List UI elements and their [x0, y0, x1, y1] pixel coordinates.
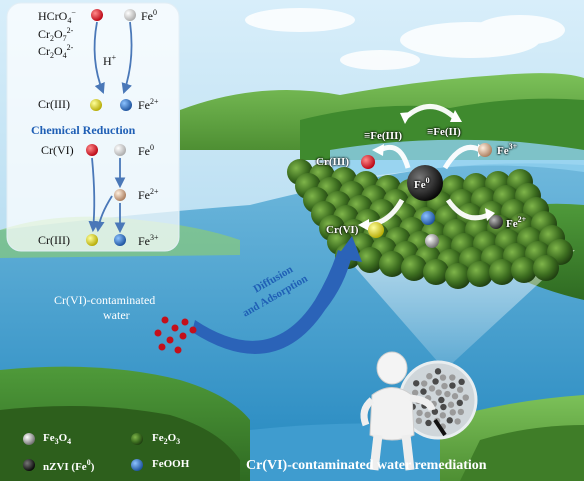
fe2-bottom-label: Fe2+	[138, 187, 159, 202]
hcro4-label: HCrO4−	[38, 8, 76, 25]
magnified-particle	[411, 389, 419, 396]
magnified-particle	[424, 411, 431, 418]
fe2-particle-label: Fe2+	[506, 215, 527, 230]
legend-nzvi-label: nZVI (Fe0)	[43, 458, 95, 473]
fe2-mid-label: Fe2+	[138, 97, 159, 112]
magnified-particle	[440, 403, 447, 411]
legend-fe3o4-marker	[23, 433, 35, 445]
fe2o3-sphere	[489, 259, 515, 285]
clouds	[245, 8, 565, 70]
crvi-contaminant-dot	[161, 316, 169, 324]
crvi-contaminant-dot	[158, 343, 166, 351]
fe3-bottom-label: Fe3+	[138, 233, 159, 248]
cr6-particle-label: Cr(VI)	[326, 224, 359, 236]
legend-fe2o3-marker	[131, 433, 143, 445]
fe2o3-sphere	[445, 263, 471, 289]
magnified-particle	[456, 399, 464, 407]
magnified-particle	[457, 408, 465, 416]
crvi-contaminant-dot	[181, 318, 189, 326]
magnified-particle	[431, 408, 439, 415]
fe0-top-label: Fe0	[141, 8, 157, 23]
magnified-particle	[449, 382, 456, 389]
fe0-core-label: Fe0	[414, 176, 430, 191]
magnified-particle	[420, 388, 427, 395]
crvi-contaminant-dot	[171, 324, 179, 332]
magnified-particle	[444, 390, 451, 398]
magnified-particle	[426, 373, 433, 380]
magnified-particle	[449, 409, 456, 416]
legend-nzvi-marker	[23, 459, 35, 471]
cr3-particle-label: Cr(III)	[316, 156, 349, 168]
fe2o3-sphere	[357, 247, 383, 273]
crvi-contaminant-dot	[154, 329, 162, 337]
magnified-particle	[456, 386, 464, 393]
magnified-particle	[451, 393, 459, 400]
magnified-particle	[420, 380, 428, 387]
magnified-particle	[439, 374, 447, 381]
magnified-particle	[416, 409, 423, 417]
crvi-contaminant-dot	[174, 346, 182, 354]
crvi-contaminant-dot	[179, 332, 187, 340]
cr2o4-label: Cr2O42-	[38, 43, 74, 60]
magnified-particle	[425, 419, 432, 427]
magnified-particle	[462, 394, 469, 401]
fe0-bottom-label: Fe0	[138, 143, 154, 158]
cr3-mid-label: Cr(III)	[38, 97, 70, 111]
magnified-particle	[415, 417, 423, 425]
surface-fe2-label: ≡Fe(II)	[427, 126, 461, 138]
magnified-particle	[432, 378, 439, 385]
magnified-particle	[435, 389, 442, 396]
cr3-bottom-label: Cr(III)	[38, 233, 70, 247]
fe2o3-sphere	[467, 261, 493, 287]
fe2o3-sphere	[379, 251, 405, 277]
magnified-particle	[428, 385, 436, 392]
cr6-panel-label: Cr(VI)	[41, 143, 74, 157]
legend-feooh-marker	[131, 459, 143, 471]
chemical-reduction-title: Chemical Reduction	[31, 123, 136, 137]
fe0-core-ball	[407, 165, 443, 201]
h-plus-label: H+	[103, 53, 117, 68]
magnified-particle	[447, 401, 455, 408]
fe2o3-sphere	[423, 259, 449, 285]
caption-title: Cr(VI)-contaminated water remediation	[246, 458, 487, 473]
fe2o3-sphere	[533, 255, 559, 281]
magnified-particle	[438, 396, 445, 404]
magnified-particle	[441, 382, 448, 390]
magnified-particle	[458, 378, 465, 386]
fe2o3-sphere	[401, 255, 427, 281]
magnified-particle	[449, 374, 456, 381]
crvi-contaminant-dot	[189, 326, 197, 334]
water-label-line1: Cr(VI)-contaminated	[54, 293, 156, 307]
legend-fe2o3-label: Fe2O3	[152, 432, 181, 446]
surface-fe3-label: ≡Fe(III)	[364, 130, 403, 142]
magnified-particle	[439, 412, 447, 419]
magnified-particle	[446, 417, 453, 424]
legend-feooh-label: FeOOH	[152, 458, 190, 470]
legend-fe3o4-label: Fe3O4	[43, 432, 72, 446]
magnified-particle	[434, 368, 442, 375]
fe3-particle-label: Fe3+	[497, 142, 518, 157]
crvi-contaminant-dot	[166, 336, 174, 344]
water-label-line2: water	[103, 308, 130, 322]
cr2o7-label: Cr2O72-	[38, 26, 74, 43]
magnified-particle	[454, 418, 461, 425]
magnified-particle	[413, 380, 420, 387]
fe2o3-sphere	[511, 257, 537, 283]
